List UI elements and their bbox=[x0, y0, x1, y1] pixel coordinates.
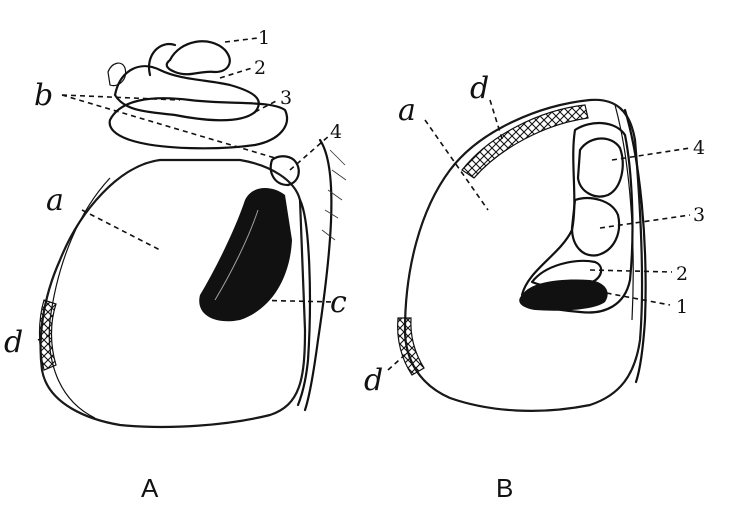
panel-a-body bbox=[39, 158, 307, 429]
panel-a-label-a: a bbox=[46, 183, 64, 218]
panel-b-num-2: 2 bbox=[676, 263, 688, 285]
panel-b-num-1: 1 bbox=[676, 296, 688, 318]
panel-a-d-patch bbox=[38, 299, 57, 371]
panel-a-lobe-2 bbox=[113, 65, 260, 122]
panel-b-part-4 bbox=[576, 137, 624, 198]
panel-b-body bbox=[403, 98, 644, 412]
panel-a-num-1: 1 bbox=[258, 27, 270, 49]
panel-b-label-a: a bbox=[398, 93, 416, 128]
panel-b-part-3 bbox=[570, 197, 621, 257]
panel-c-label: c bbox=[330, 285, 347, 320]
panel-b-d-bottom-patch bbox=[397, 317, 425, 376]
panel-a-caption: A bbox=[141, 473, 159, 503]
panel-a: b a d c 1 2 3 4 A bbox=[4, 27, 347, 503]
panel-a-label-b: b bbox=[34, 78, 53, 113]
panel-b-d-top-patch bbox=[461, 104, 589, 179]
panel-b-label-d-top: d bbox=[470, 71, 489, 106]
panel-b-cavity bbox=[519, 279, 608, 311]
panel-b-num-4: 4 bbox=[693, 137, 705, 159]
panel-a-cavity bbox=[199, 188, 292, 322]
panel-b-label-d-bottom: d bbox=[364, 363, 383, 398]
panel-a-label-d: d bbox=[4, 325, 23, 360]
panel-a-num-3: 3 bbox=[280, 87, 292, 109]
panel-b: a d d 4 3 2 1 B bbox=[364, 71, 705, 503]
panel-a-lobe-1 bbox=[165, 40, 231, 76]
panel-b-caption: B bbox=[496, 473, 513, 503]
panel-b-num-3: 3 bbox=[693, 204, 705, 226]
panel-a-num-4: 4 bbox=[330, 121, 342, 143]
panel-a-num-2: 2 bbox=[254, 57, 266, 79]
panel-a-lobe-3 bbox=[108, 97, 288, 150]
